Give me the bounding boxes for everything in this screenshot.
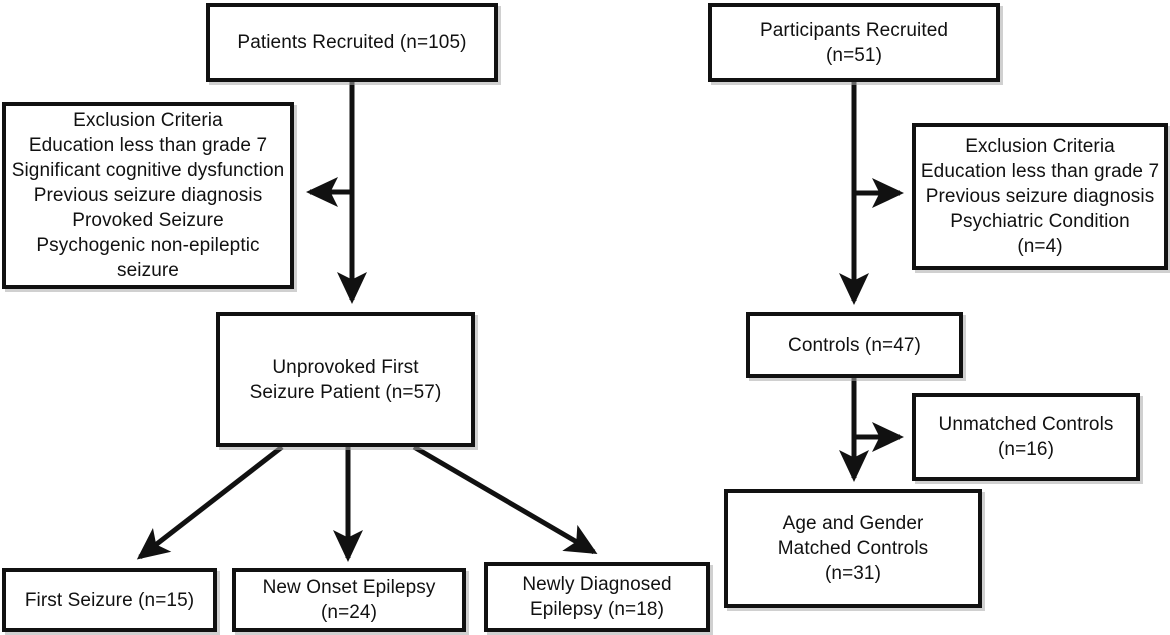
node-label: Participants Recruited(n=51) <box>759 19 949 66</box>
node-first-seizure: First Seizure (n=15) <box>2 568 217 632</box>
node-new-onset-epilepsy: New Onset Epilepsy(n=24) <box>232 568 466 632</box>
node-controls: Controls (n=47) <box>746 312 963 378</box>
node-label: Unmatched Controls(n=16) <box>938 414 1114 460</box>
node-label: Patients Recruited (n=105) <box>237 32 467 53</box>
node-patients-recruited: Patients Recruited (n=105) <box>206 3 498 82</box>
edge-unprovoked-to-newly-diagnosed <box>412 444 598 555</box>
node-label: New Onset Epilepsy(n=24) <box>262 577 436 623</box>
node-label: Controls (n=47) <box>788 334 921 356</box>
node-unmatched-controls: Unmatched Controls(n=16) <box>912 393 1140 481</box>
node-participants-recruited: Participants Recruited(n=51) <box>708 3 1000 82</box>
node-label: First Seizure (n=15) <box>24 589 195 611</box>
edge-unprovoked-to-first-seizure <box>136 445 284 560</box>
